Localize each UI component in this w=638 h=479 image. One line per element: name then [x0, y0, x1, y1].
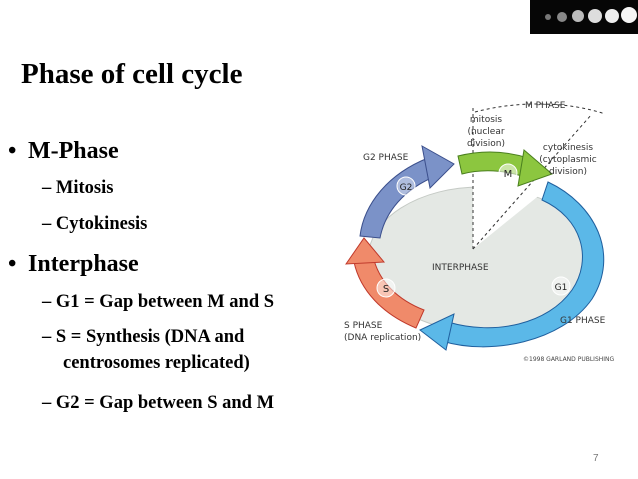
g2-badge: G2 — [400, 183, 413, 193]
mitosis-line-3: division) — [467, 139, 505, 149]
bullet-cytokinesis: – Cytokinesis — [42, 214, 148, 234]
slide-title: Phase of cell cycle — [21, 58, 243, 90]
s-badge: S — [383, 284, 389, 295]
bullet-g2: – G2 = Gap between S and M — [42, 393, 275, 413]
m-phase-label: M PHASE — [525, 101, 566, 111]
g1-badge: G1 — [555, 283, 568, 293]
g2-arrowhead — [421, 145, 455, 190]
g1-arrowhead — [419, 313, 455, 351]
s-badge-circle — [376, 278, 396, 298]
cell-cycle-svg: M G2 S G1 M PHASE mitosis (nuclear divis… — [344, 101, 615, 363]
s-phase-sublabel: (DNA replication) — [344, 333, 421, 343]
bullet-g1: – G1 = Gap between M and S — [42, 292, 275, 312]
g1-phase-label: G1 PHASE — [560, 316, 606, 326]
mitosis-line-1: mitosis — [470, 115, 502, 125]
header-image-strip — [530, 0, 638, 34]
m-arrowhead — [517, 149, 553, 187]
bullet-interphase: •Interphase — [8, 251, 139, 277]
interphase-label: INTERPHASE — [432, 263, 489, 273]
cell-cycle-diagram: M G2 S G1 M PHASE mitosis (nuclear divis… — [330, 94, 630, 384]
bullet-s: – S = Synthesis (DNA and — [42, 327, 245, 347]
s-phase-label: S PHASE — [344, 321, 383, 331]
mitosis-line-2: (nuclear — [467, 127, 504, 137]
bullet-s-continued: centrosomes replicated) — [63, 353, 250, 373]
s-arrowhead — [345, 237, 386, 265]
page-number: 7 — [593, 453, 599, 464]
m-badge-circle — [498, 163, 518, 183]
cell-division-images — [545, 7, 637, 23]
bullet-mitosis: – Mitosis — [42, 178, 114, 198]
g1-badge-circle — [551, 276, 571, 296]
g2-badge-circle — [396, 176, 416, 196]
g2-phase-label: G2 PHASE — [363, 153, 409, 163]
cytokinesis-line-2: (cytoplasmic — [539, 155, 597, 165]
cytokinesis-line-1: cytokinesis — [543, 143, 593, 153]
bullet-m-phase: •M-Phase — [8, 138, 119, 164]
copyright-label: ©1998 GARLAND PUBLISHING — [523, 356, 615, 363]
m-badge: M — [504, 169, 513, 180]
cytokinesis-line-3: division) — [549, 167, 587, 177]
